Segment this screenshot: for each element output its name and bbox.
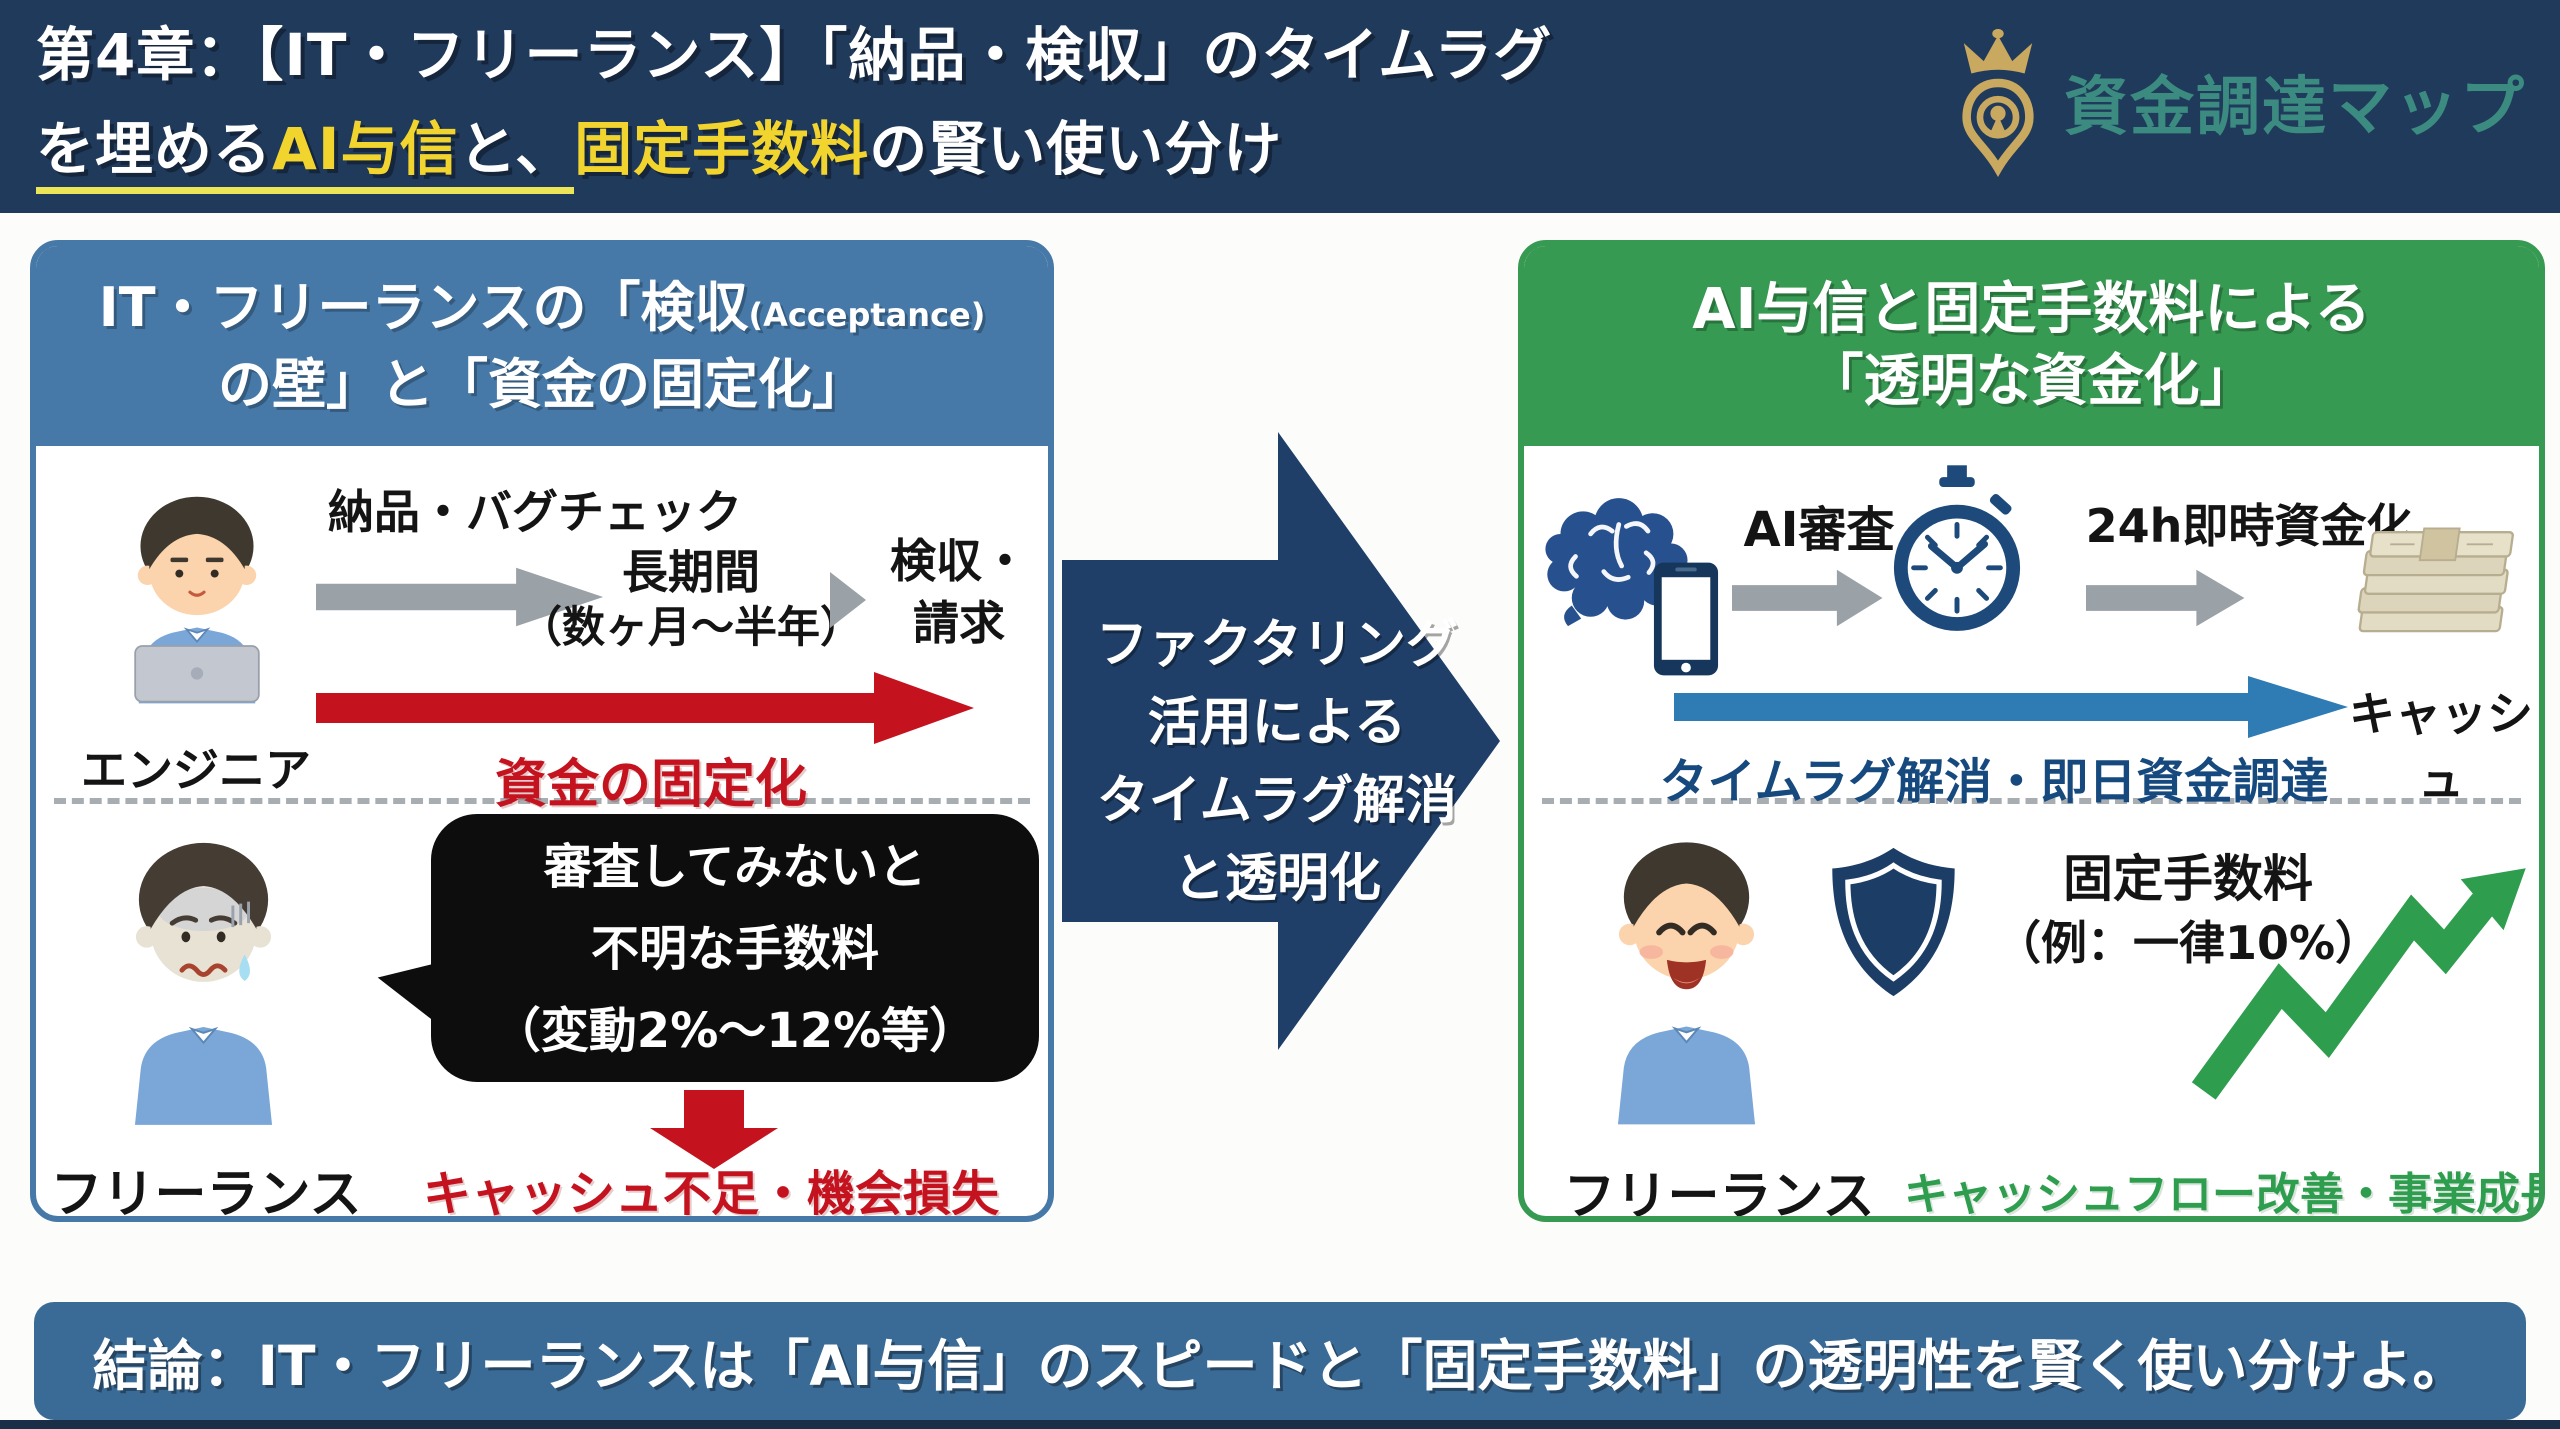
cash-stack-icon	[2357, 527, 2514, 633]
title-line2-part2: と、	[458, 115, 575, 183]
acceptance-billing-label: 検収・ 請求	[874, 530, 1044, 654]
problem-panel: IT・フリーランスの「検収(Acceptance) の壁」と「資金の固定化」 エ…	[30, 240, 1054, 1222]
solution-panel: AI与信と固定手数料による 「透明な資金化」	[1518, 240, 2545, 1222]
happy-freelancer-illustration	[1617, 842, 1756, 1125]
cash-shortage-label: キャッシュ不足・機会損失	[422, 1166, 999, 1222]
solution-title-line-2: 「透明な資金化」	[1807, 349, 2256, 414]
problem-title-line-1: IT・フリーランスの「検収(Acceptance)	[36, 273, 1048, 350]
problem-title-acceptance: (Acceptance)	[748, 295, 986, 334]
sad-freelancer-illustration	[134, 842, 273, 1125]
fixed-fee-label: 固定手数料 （例：一律10%）	[1972, 846, 2404, 974]
acceptance-line-2: 請求	[913, 596, 1005, 650]
freelancer-label-left: フリーランス	[50, 1165, 362, 1222]
capital-lock-label: 資金の固定化	[494, 755, 807, 815]
title-highlight-fixed-fee: 固定手数料	[574, 115, 870, 183]
engineer-illustration	[134, 496, 260, 704]
acceptance-line-1: 検収・	[890, 534, 1028, 588]
fixed-fee-line-1: 固定手数料	[2063, 850, 2313, 908]
cash-label: キャッシュ	[2349, 687, 2533, 807]
long-period-line-1: 長期間	[622, 545, 760, 599]
fixed-fee-line-2: （例：一律10%）	[1994, 916, 2382, 970]
page-title: 第4章：【IT・フリーランス】「納品・検収」のタイムラグ を埋めるAI与信と、固…	[36, 8, 1552, 196]
timelag-resolved-label: タイムラグ解消・即日資金調達	[1659, 754, 2329, 810]
title-highlight-ai-credit: AI与信	[272, 115, 459, 183]
bottom-edge-strip	[0, 1420, 2560, 1429]
long-period-line-2: （数ヶ月～半年）	[519, 603, 863, 653]
problem-panel-title: IT・フリーランスの「検収(Acceptance) の壁」と「資金の固定化」	[36, 246, 1048, 446]
long-period-label: 長期間 （数ヶ月～半年）	[491, 544, 891, 656]
crown-pin-logo-icon	[1962, 28, 2034, 178]
problem-title-main: IT・フリーランスの「検収	[98, 275, 749, 339]
fixed-fee-section: フリーランス 固定手数料 （例：一律10%） キャッシュフロー改善・事業成長	[1524, 804, 2539, 1216]
bubble-line-2: 不明な手数料	[590, 921, 879, 977]
solution-panel-title: AI与信と固定手数料による 「透明な資金化」	[1524, 246, 2539, 446]
solution-title-line-1: AI与信と固定手数料による	[1692, 277, 2371, 342]
engineer-label: エンジニア	[81, 743, 311, 797]
h24-funding-label: 24h即時資金化	[2085, 499, 2413, 553]
cashflow-growth-label: キャッシュフロー改善・事業成長	[1904, 1169, 2545, 1220]
problem-title-line-2: の壁」と「資金の固定化」	[218, 352, 866, 416]
factoring-line-4: と透明化	[1172, 849, 1381, 909]
factoring-line-2: 活用による	[1147, 693, 1407, 753]
brand-logo: 資金調達マップ	[1954, 26, 2526, 178]
gray-arrow-icon	[2086, 569, 2245, 627]
page-header: 第4章：【IT・フリーランス】「納品・検収」のタイムラグ を埋めるAI与信と、固…	[0, 0, 2560, 213]
delivery-step-label: 納品・バグチェック	[328, 485, 742, 539]
blue-timeline-arrow	[1674, 676, 2348, 738]
block-arrow-shape	[1062, 432, 1500, 1050]
delivery-flow-section: エンジニア 納品・バグチェック 長期間 （数ヶ月～半年） 検収・ 請求 資金の固…	[36, 446, 1048, 815]
gray-arrow-icon	[1732, 569, 1883, 627]
title-line-1: 第4章：【IT・フリーランス】「納品・検収」のタイムラグ	[36, 21, 1553, 89]
title-line2-part3: の賢い使い分け	[869, 115, 1283, 183]
bubble-line-1: 審査してみないと	[543, 839, 927, 895]
red-down-arrow	[650, 1090, 778, 1169]
title-line2-part1: を埋める	[36, 115, 273, 183]
factoring-line-1: ファクタリング	[1096, 615, 1458, 675]
title-underlined-segment: を埋めるAI与信と、	[36, 115, 575, 194]
bubble-line-3: （変動2%～12%等）	[492, 1003, 978, 1059]
freelancer-label-right: フリーランス	[1563, 1167, 1875, 1222]
left-dashed-divider	[54, 798, 1030, 804]
factoring-line-3: タイムラグ解消	[1096, 771, 1458, 831]
conclusion-bar: 結論：IT・フリーランスは「AI与信」のスピードと「固定手数料」の透明性を賢く使…	[34, 1302, 2526, 1420]
small-gray-arrow-icon	[830, 572, 866, 628]
fee-speech-bubble: 審査してみないと 不明な手数料 （変動2%～12%等）	[431, 814, 1039, 1082]
smartphone-icon	[1653, 562, 1719, 676]
growth-arrow-icon	[2192, 868, 2526, 1100]
title-line-2: を埋めるAI与信と、固定手数料の賢い使い分け	[36, 102, 1552, 196]
right-dashed-divider	[1542, 798, 2521, 804]
brand-logo-text: 資金調達マップ	[2064, 71, 2526, 145]
red-timeline-arrow	[316, 672, 974, 744]
ai-flow-section: AI審査 24h即時資金	[1524, 446, 2539, 810]
gray-arrow-icon	[316, 567, 604, 627]
ai-screening-label: AI審査	[1743, 502, 1895, 558]
unknown-fee-section: フリーランス 審査してみないと 不明な手数料 （変動2%～12%等） キャッシュ…	[36, 804, 1048, 1216]
stopwatch-icon	[1893, 465, 2021, 631]
shield-icon	[1832, 847, 1955, 997]
conclusion-text: 結論：IT・フリーランスは「AI与信」のスピードと「固定手数料」の透明性を賢く使…	[92, 1334, 2468, 1398]
factoring-arrow-text: ファクタリング 活用による タイムラグ解消 と透明化	[1062, 606, 1492, 918]
factoring-block-arrow: ファクタリング 活用による タイムラグ解消 と透明化	[1062, 428, 1507, 1055]
